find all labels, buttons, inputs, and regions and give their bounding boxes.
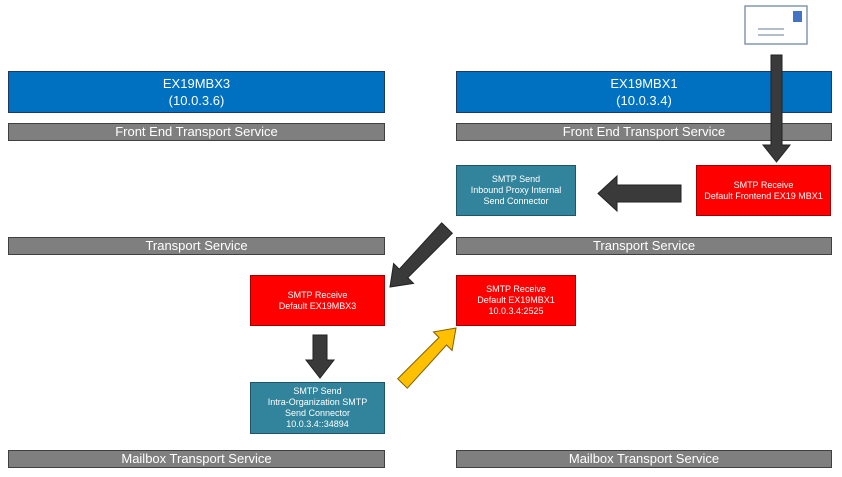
envelope-icon bbox=[744, 5, 808, 45]
front-end-transport-bar-right: Front End Transport Service bbox=[456, 123, 832, 141]
mailbox-transport-bar-left: Mailbox Transport Service bbox=[8, 450, 385, 468]
transport-service-bar-right: Transport Service bbox=[456, 237, 832, 255]
front-end-transport-bar-left: Front End Transport Service bbox=[8, 123, 385, 141]
server-ex19mbx1: EX19MBX1 (10.0.3.4) bbox=[456, 71, 832, 113]
smtp-send-intra-organization: SMTP Send Intra-Organization SMTP Send C… bbox=[250, 382, 385, 434]
server-ip: (10.0.3.6) bbox=[168, 93, 225, 108]
transport-service-bar-left: Transport Service bbox=[8, 237, 385, 255]
server-name: EX19MBX3 bbox=[162, 76, 231, 91]
arrow-mbx3-to-intraorg bbox=[304, 334, 336, 379]
smtp-receive-default-mbx1: SMTP Receive Default EX19MBX1 10.0.3.4:2… bbox=[456, 275, 576, 326]
smtp-send-inbound-proxy: SMTP Send Inbound Proxy Internal Send Co… bbox=[456, 165, 576, 216]
server-ex19mbx3: EX19MBX3 (10.0.3.6) bbox=[8, 71, 385, 113]
server-ip: (10.0.3.4) bbox=[616, 93, 672, 108]
smtp-receive-default-frontend: SMTP Receive Default Frontend EX19 MBX1 bbox=[696, 165, 831, 216]
arrow-envelope-to-frontend bbox=[761, 54, 792, 163]
arrow-intraorg-to-mbx1 bbox=[396, 327, 457, 389]
arrow-proxy-to-mbx3 bbox=[389, 222, 454, 288]
server-name: EX19MBX1 bbox=[610, 76, 678, 91]
smtp-receive-default-mbx3: SMTP Receive Default EX19MBX3 bbox=[250, 275, 385, 326]
arrow-frontend-to-proxy bbox=[597, 174, 682, 213]
mailbox-transport-bar-right: Mailbox Transport Service bbox=[456, 450, 832, 468]
